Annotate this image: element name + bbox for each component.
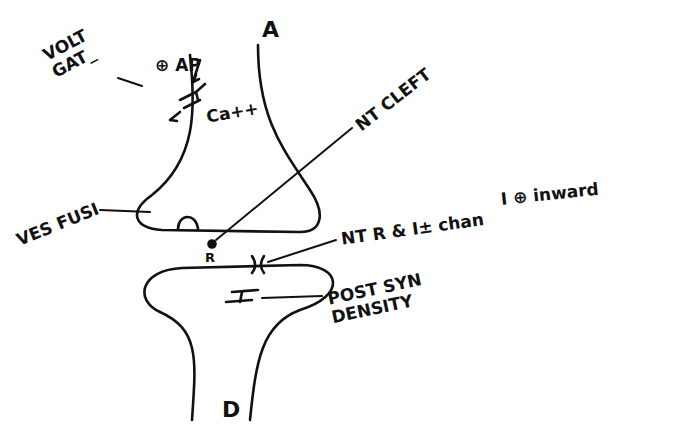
channel-label: VOLT GAT_ xyxy=(40,15,119,81)
density-label: POST SYN DENSITY xyxy=(326,265,451,327)
receptor-channel-label: NT R & I± chan xyxy=(340,210,485,249)
vesicle-label: VES FUSI xyxy=(14,199,102,249)
receptor-label: R xyxy=(205,251,215,265)
current-label: I ⊕ inward xyxy=(500,180,599,209)
axon-label: A xyxy=(262,18,279,42)
dendrite-label: D xyxy=(222,398,240,422)
callout-label: ⊕ AP xyxy=(155,56,201,75)
cleft-label: NT CLEFT xyxy=(352,65,434,135)
ion-label: Ca++ xyxy=(205,99,260,127)
